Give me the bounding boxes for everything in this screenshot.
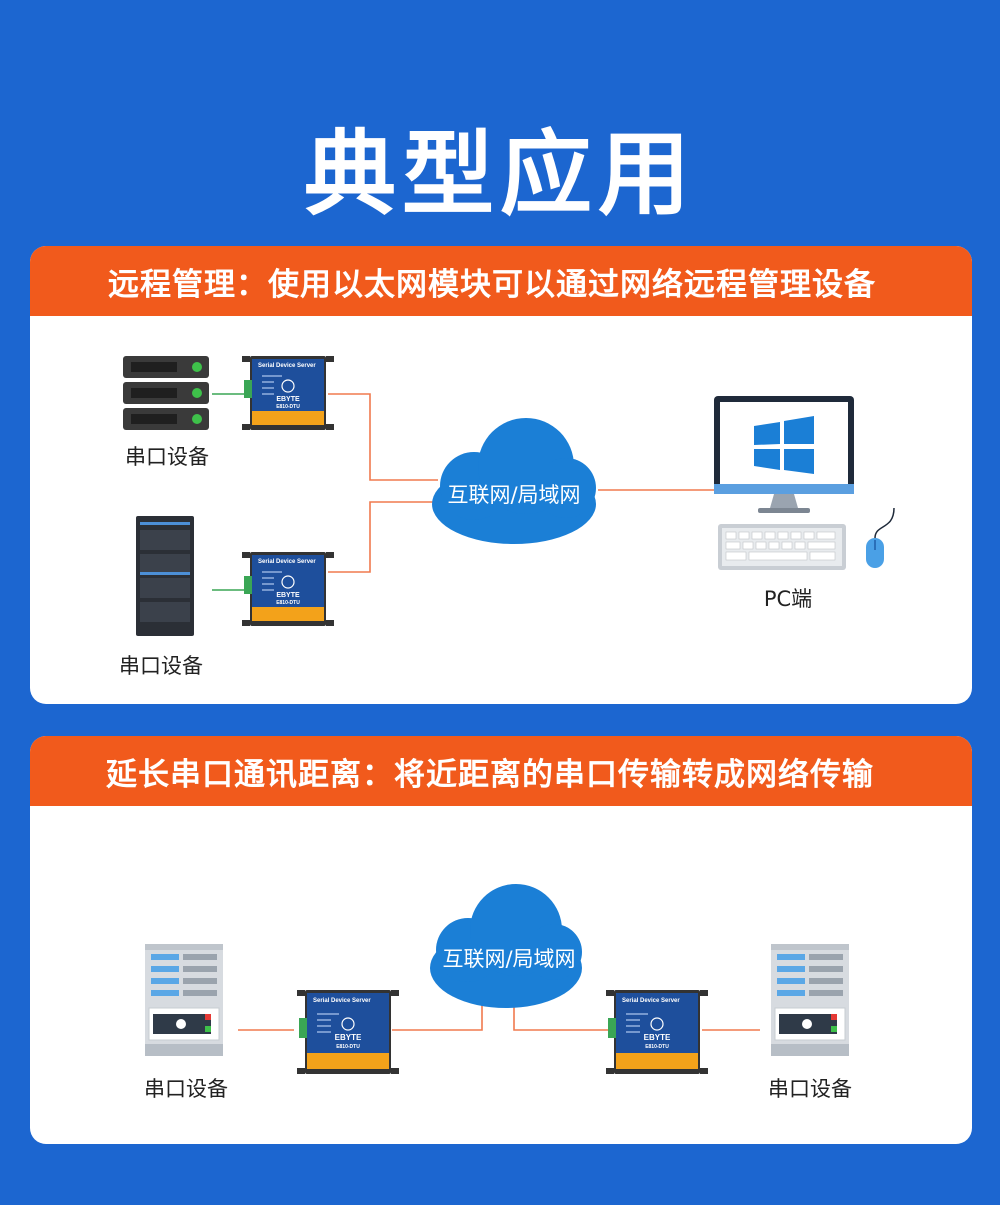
- serial-server-module-right: Serial Device Server EBYTE E810-DTU: [605, 989, 709, 1075]
- cloud-icon-2: [430, 884, 582, 1008]
- svg-text:EBYTE: EBYTE: [276, 592, 300, 599]
- link-lines: [212, 393, 716, 591]
- device-label-right: 串口设备: [768, 1077, 852, 1101]
- tower-server-left-icon: [144, 943, 224, 1057]
- server-stack-icon: [123, 356, 209, 430]
- svg-text:E810-DTU: E810-DTU: [336, 1044, 360, 1050]
- rack-server-icon: [136, 516, 194, 636]
- serial-server-module-top: Serial Device Server EBYTE E810-DTU: [241, 355, 335, 431]
- svg-text:Serial Device Server: Serial Device Server: [622, 998, 680, 1004]
- svg-text:E810-DTU: E810-DTU: [645, 1044, 669, 1050]
- svg-text:Serial Device Server: Serial Device Server: [258, 559, 316, 565]
- serial-server-module-bottom: Serial Device Server EBYTE E810-DTU: [241, 551, 335, 627]
- svg-text:EBYTE: EBYTE: [276, 396, 300, 403]
- section2-header: 延长串口通讯距离：将近距离的串口传输转成网络传输: [30, 736, 972, 806]
- remote-management-panel: 远程管理：使用以太网模块可以通过网络远程管理设备: [30, 246, 972, 704]
- link-top-to-cloud: [328, 393, 438, 481]
- page-title: 典型应用: [303, 121, 696, 228]
- svg-text:E810-DTU: E810-DTU: [276, 404, 300, 410]
- svg-text:Serial Device Server: Serial Device Server: [258, 363, 316, 369]
- pc-label: PC端: [764, 587, 812, 611]
- pc-monitor-icon: [714, 396, 854, 513]
- svg-text:E810-DTU: E810-DTU: [276, 600, 300, 606]
- tower-server-right-icon: [770, 943, 850, 1057]
- extend-distance-diagram: 互联网/局域网 串口设备 Serial Device Server EBYTE …: [144, 884, 852, 1101]
- device-label-left-visible: 串口设备: [144, 1077, 228, 1101]
- svg-text:EBYTE: EBYTE: [644, 1033, 671, 1042]
- cloud-label-top: 互联网/局域网: [447, 483, 580, 507]
- device-label-bottom: 串口设备: [119, 654, 203, 678]
- svg-text:EBYTE: EBYTE: [335, 1033, 362, 1042]
- mouse-icon: [866, 507, 895, 568]
- extend-distance-panel: 延长串口通讯距离：将近距离的串口传输转成网络传输: [30, 736, 972, 1144]
- cloud-label-bottom: 互联网/局域网: [442, 947, 575, 971]
- svg-text:Serial Device Server: Serial Device Server: [313, 998, 371, 1004]
- windows-logo-icon: [754, 416, 814, 474]
- serial-server-module-left: Serial Device Server EBYTE E810-DTU: [296, 989, 400, 1075]
- remote-management-diagram: 串口设备 串口设备 Serial Device Server EBYTE E81…: [119, 355, 895, 678]
- keyboard-icon: [718, 524, 846, 570]
- cloud-icon: [432, 418, 596, 544]
- link-bottom-to-cloud: [328, 501, 438, 573]
- section1-header: 远程管理：使用以太网模块可以通过网络远程管理设备: [30, 246, 972, 316]
- device-label-top: 串口设备: [125, 445, 209, 469]
